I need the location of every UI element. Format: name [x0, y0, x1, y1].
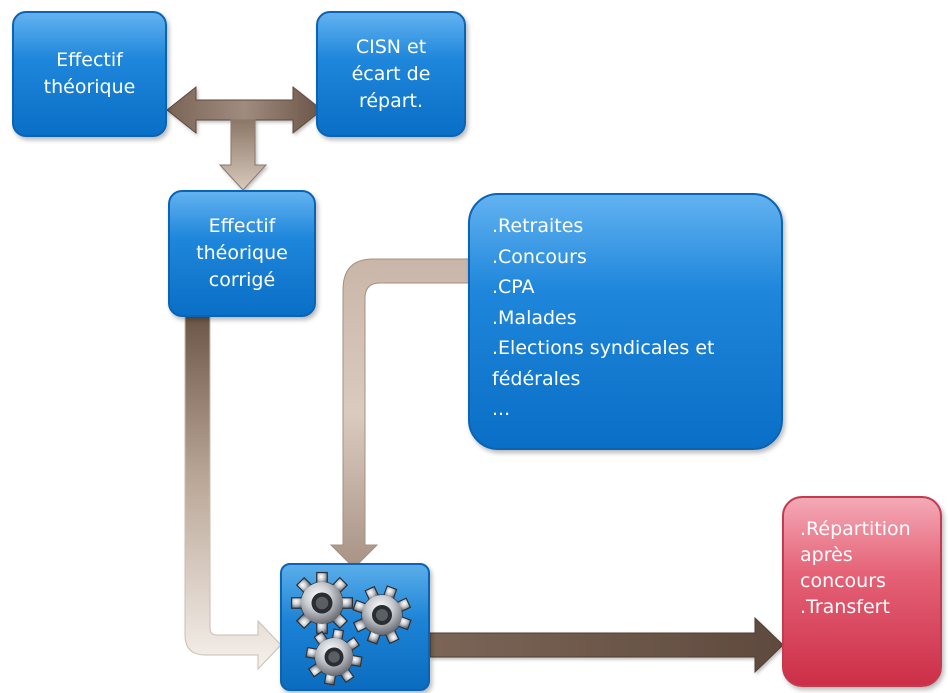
list-item: ... — [492, 398, 511, 420]
gear-shape — [290, 571, 354, 635]
ajustements-list-box: .Retraites .Concours .CPA .Malades .Elec… — [468, 193, 783, 450]
node-text-line: Effectif — [208, 215, 276, 237]
effectif-corrige-box: Effectif théorique corrigé — [168, 190, 316, 317]
left-flow-arrow — [184, 315, 282, 671]
gear-shape — [301, 624, 367, 690]
effectif-theorique-box: Effectif théorique — [12, 11, 167, 137]
result-line: après — [800, 544, 853, 566]
down-arrow — [218, 119, 268, 191]
list-item: .CPA — [492, 276, 535, 298]
list-item: .Concours — [492, 245, 587, 268]
result-line: concours — [800, 570, 886, 592]
node-text-line: répart. — [358, 89, 424, 112]
middle-flow-arrow — [329, 258, 471, 569]
output-arrow — [429, 616, 784, 674]
node-text-line: CISN et — [355, 35, 427, 58]
result-line: .Répartition — [800, 518, 911, 540]
result-line: .Transfert — [800, 596, 890, 618]
node-text-line: corrigé — [208, 269, 276, 291]
list-item: .Malades — [492, 306, 577, 329]
cisn-ecart-box: CISN et écart de répart. — [316, 11, 466, 137]
node-text-line: théorique — [43, 76, 136, 98]
node-text-line: écart de — [351, 62, 431, 85]
node-text-line: théorique — [196, 242, 288, 264]
list-item: .Retraites — [492, 215, 584, 237]
list-item: .Elections syndicales et — [492, 337, 715, 359]
list-item: fédérales — [492, 367, 581, 390]
node-text-line: Effectif — [56, 49, 123, 71]
processing-box — [280, 563, 430, 691]
gears-icon — [290, 571, 420, 690]
resultat-box: .Répartition après concours .Transfert — [782, 496, 942, 687]
